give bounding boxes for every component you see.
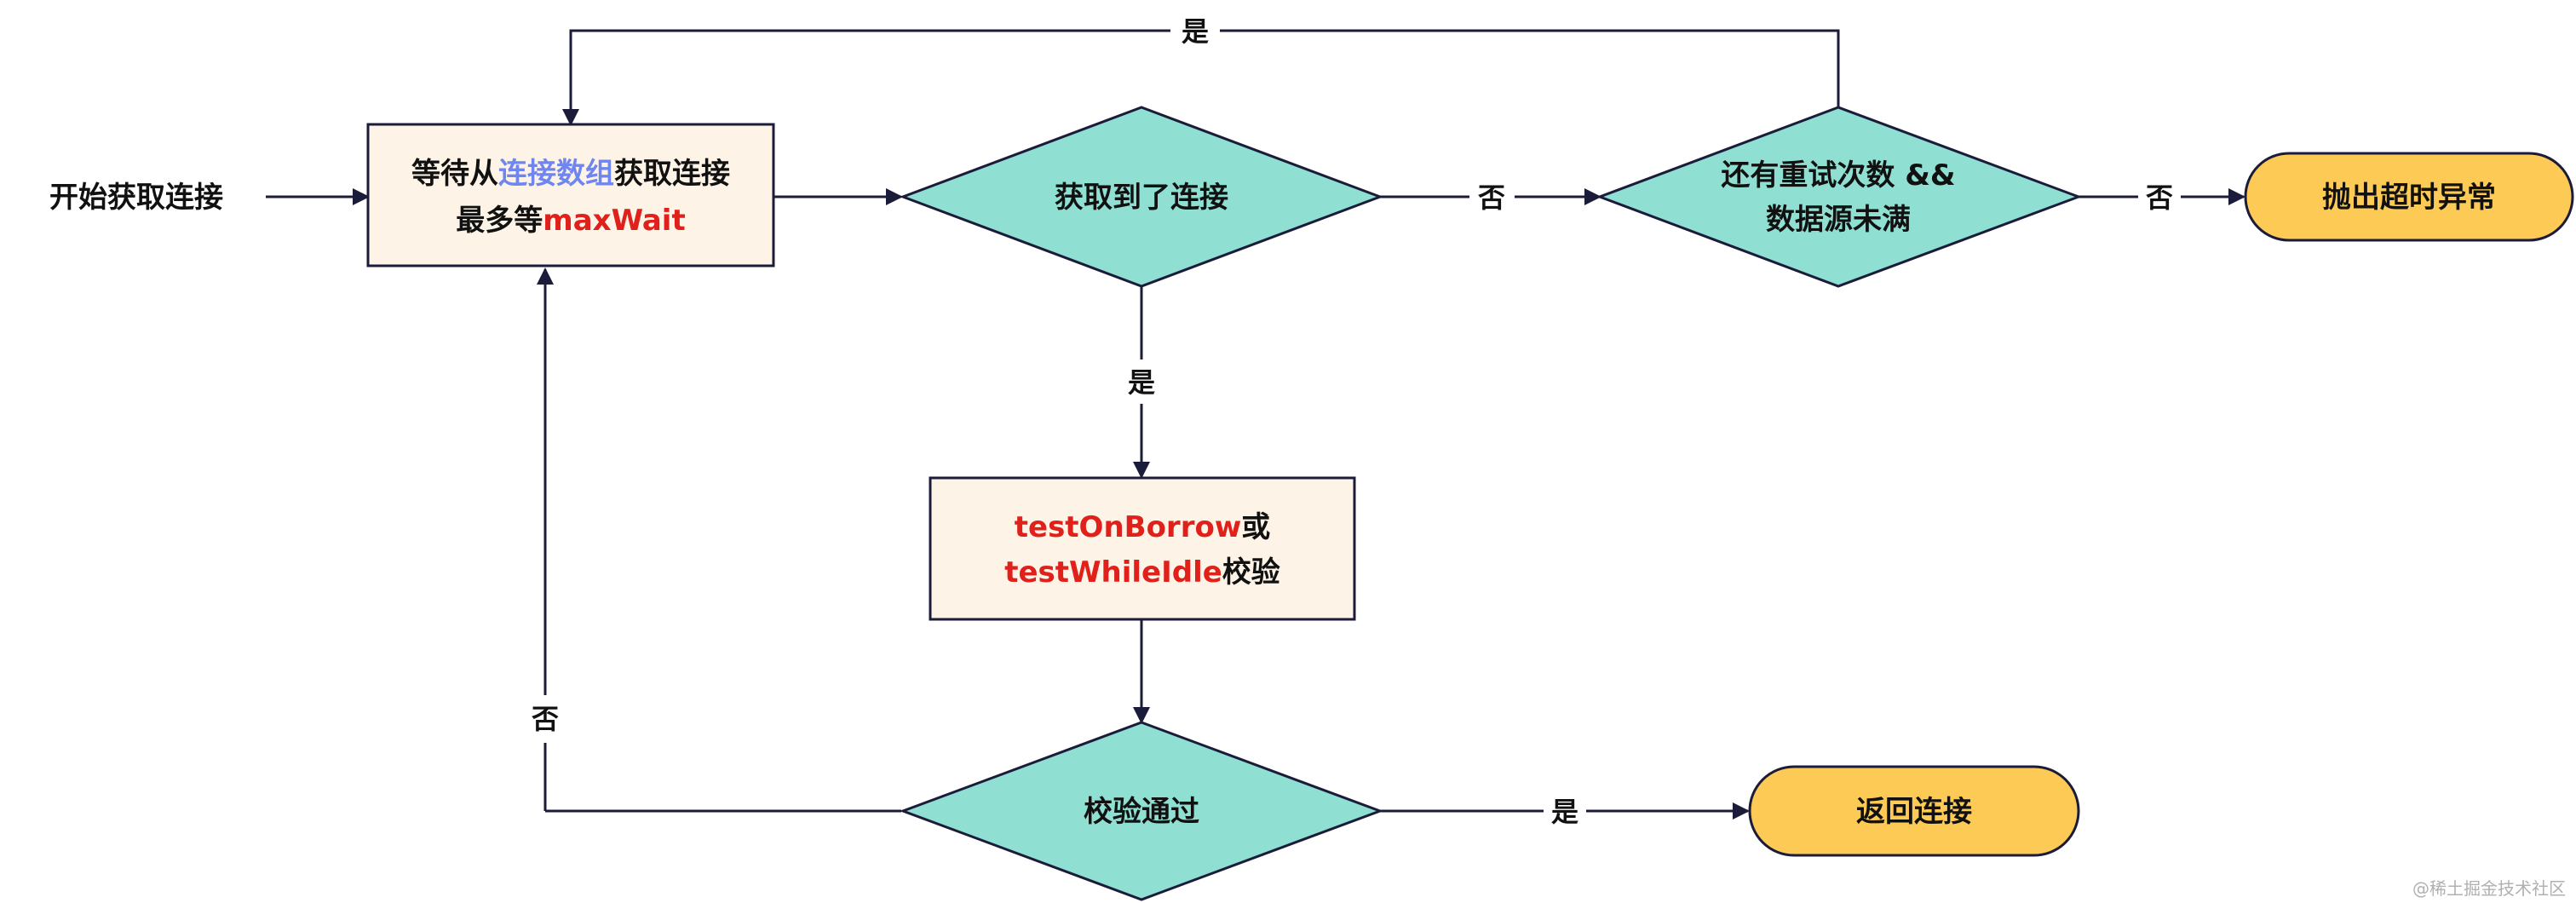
return-connection-label: 返回连接 [1856, 795, 1972, 829]
throw-timeout-terminal [2244, 152, 2574, 242]
edge-retry-yes-loop-end [562, 29, 1170, 126]
wait-box-array-highlight: 连接数组 [498, 157, 614, 191]
wait-box-line2: 最多等maxWait [456, 204, 685, 238]
wait-box-text-a: 等待从 [411, 157, 498, 191]
wait-box-line1: 等待从连接数组获取连接 [411, 157, 730, 191]
validate-testonborrow: testOnBorrow [1015, 510, 1242, 544]
edge-label-validate-no: 否 [532, 703, 559, 735]
edge-label-validate-yes: 是 [1551, 796, 1578, 828]
return-connection-terminal [1748, 765, 2080, 857]
throw-timeout-label: 抛出超时异常 [2322, 181, 2496, 215]
validation-passed-label: 校验通过 [1084, 795, 1199, 829]
wait-box-maxwait: maxWait [543, 204, 685, 238]
wait-box-text-d: 最多等 [456, 204, 543, 238]
wait-box [366, 123, 775, 267]
validation-passed-diamond [899, 721, 1384, 901]
validate-box [929, 476, 1356, 621]
edge-label-retry-no: 否 [2146, 181, 2173, 214]
retry-check-line2: 数据源未满 [1766, 203, 1911, 237]
got-connection-diamond [899, 106, 1384, 288]
validate-testwhileidle: testWhileIdle [1004, 555, 1222, 590]
edge-retry-yes-loop [1220, 29, 1840, 107]
start-label: 开始获取连接 [49, 181, 223, 215]
validate-box-line2: testWhileIdle校验 [1004, 555, 1280, 590]
validate-box-line1: testOnBorrow或 [1015, 510, 1271, 544]
edge-label-got-yes: 是 [1128, 366, 1155, 399]
watermark: @稀土掘金技术社区 [2412, 878, 2566, 899]
retry-check-line1: 还有重试次数 && [1721, 158, 1955, 193]
validate-or: 或 [1241, 510, 1270, 544]
got-connection-label: 获取到了连接 [1055, 181, 1228, 215]
retry-check-diamond [1596, 106, 2083, 288]
wait-box-text-c: 获取连接 [614, 157, 730, 191]
validate-check: 校验 [1222, 555, 1280, 590]
edge-label-got-no: 否 [1478, 181, 1505, 214]
edge-label-retry-yes: 是 [1182, 15, 1209, 48]
